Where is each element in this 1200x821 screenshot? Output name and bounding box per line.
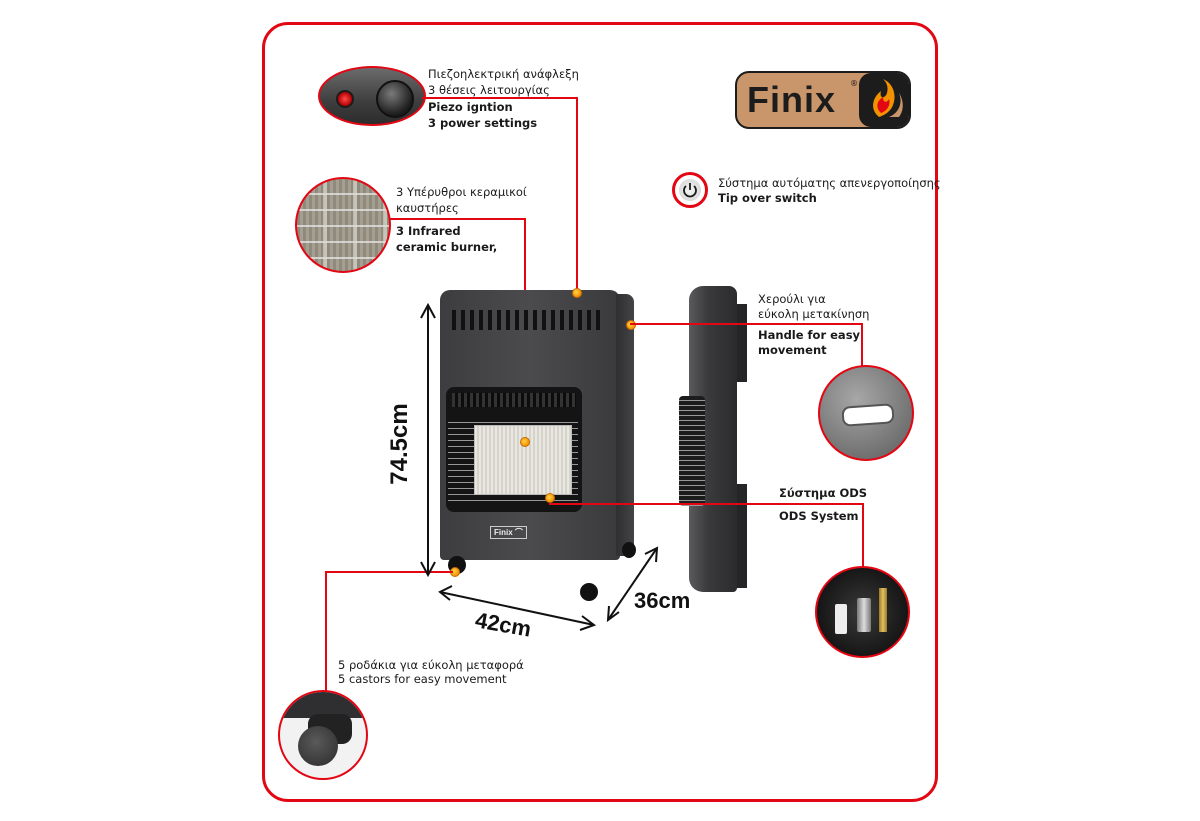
burner-leader-h [390,218,525,220]
logo-text: Finix [747,79,837,120]
hotspot-handle [626,320,636,330]
handle-label-en-1: Handle for easy [758,328,861,342]
ceramic-burner-photo [295,177,391,273]
heater-badge: Finix ⌒ [490,526,527,539]
burner-label-gr-1: 3 Υπέρυθροι κεραμικοί [396,185,527,199]
castor-leader-h [325,571,453,573]
flame-icon [859,73,909,127]
power-knob-icon [376,80,414,118]
piezo-label-en-1: Piezo igntion [428,100,513,114]
burner-label-en-1: 3 Infrared [396,224,461,238]
piezo-leader-v [576,97,578,292]
tip-over-label-gr: Σύστημα αυτόματης απενεργοποίησης [718,176,941,190]
heater-badge-text: Finix [494,528,513,537]
tip-over-label-en: Tip over switch [718,191,817,205]
burner-label-gr-2: καυστήρες [396,201,459,215]
ods-leader-v [862,503,864,569]
registered-mark: ® [850,79,858,88]
height-dimension: 74.5cm [386,403,413,485]
piezo-label-en-2: 3 power settings [428,116,538,130]
handle-label-en-2: movement [758,343,827,357]
burner-label-en-2: ceramic burner, [396,240,498,254]
handle-photo [818,365,914,461]
ods-leader-h [549,503,863,505]
grill-frame [446,387,582,512]
piezo-control-photo [318,66,426,126]
product-frame [262,22,938,802]
castor-photo [278,690,368,780]
castor-label-en: 5 castors for easy movement [338,672,507,686]
heater-front: Finix ⌒ [440,290,636,601]
handle-slot [841,403,895,427]
handle-leader-h [630,323,862,325]
heater-side [679,286,753,596]
handle-label-gr-1: Χερούλι για [758,292,826,306]
piezo-leader-h [422,97,577,99]
castor [622,542,636,558]
castor-wheel-icon [298,726,338,766]
handle-leader-v [861,323,863,369]
hotspot-ods [545,493,555,503]
castor-leader-v [325,571,327,693]
hotspot-burner [520,437,530,447]
ignition-light-icon [336,90,354,108]
castor-label-gr: 5 ροδάκια για εύκολη μεταφορά [338,658,524,672]
ods-label-en: ODS System [779,509,859,523]
finix-logo: Finix ® [735,71,911,129]
piezo-label-gr-1: Πιεζοηλεκτρική ανάφλεξη [428,67,579,81]
ceramic-plates [474,425,572,495]
castor [580,583,598,601]
ods-photo [815,566,910,658]
depth-dimension: 36cm [634,588,691,613]
handle-label-gr-2: εύκολη μετακίνηση [758,307,870,321]
hotspot-piezo [572,288,582,298]
piezo-label-gr-2: 3 θέσεις λειτουργίας [428,83,550,97]
top-vents [452,310,602,330]
tip-over-icon-circle [672,172,708,208]
ods-label-gr: Σύστημα ODS [779,486,868,500]
